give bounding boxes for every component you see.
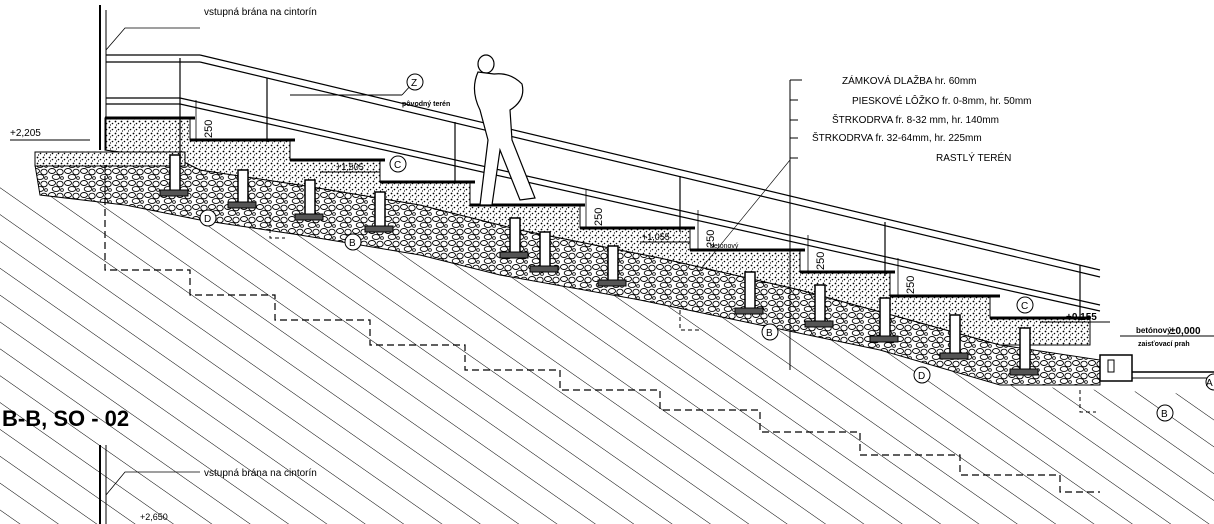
gate-leader: [105, 27, 200, 51]
ground-hatch: [0, 180, 1214, 524]
callout-b1-label: B: [349, 238, 356, 249]
dimension-250-a: 250: [203, 120, 215, 138]
gate-label-top: vstupná brána na cintorín: [204, 7, 317, 18]
callout-c1: [389, 155, 407, 173]
concrete-sill-label: betónový: [1136, 326, 1172, 335]
callout-d1: [199, 209, 217, 227]
elevation-0155: +0,155: [1066, 312, 1097, 323]
original-terrain-label: pôvodný terén: [402, 101, 450, 108]
elevation-2650: +2,650: [140, 512, 168, 522]
elevation-1055: +1,055: [642, 232, 670, 242]
elevation-leaders: [10, 83, 1214, 337]
gate-label-bottom: vstupná brána na cintorín: [204, 468, 317, 479]
callout-b1: [344, 233, 362, 251]
callout-d1-label: D: [204, 214, 211, 225]
dimension-marks: [195, 100, 899, 296]
callout-c2-label: C: [1021, 301, 1028, 312]
concrete-threshold-label: betónový: [710, 243, 739, 250]
layer-label-2: PIESKOVÉ LÔŽKO fr. 0-8mm, hr. 50mm: [852, 94, 1032, 107]
dimension-250-d: 250: [815, 252, 827, 270]
layer-label-1: ZÁMKOVÁ DLAŽBA hr. 60mm: [842, 74, 976, 87]
callout-c2: [1016, 296, 1034, 314]
callout-z: [406, 73, 424, 91]
paving-strip: [34, 151, 186, 167]
person-figure: [473, 54, 536, 206]
layer-label-4: ŠTRKODRVA fr. 32-64mm, hr. 225mm: [812, 131, 982, 144]
callout-b3-label: B: [1161, 409, 1168, 420]
layer-legend-leader: [789, 79, 802, 370]
callout-a-label: A: [1206, 378, 1213, 389]
layer-label-3: ŠTRKODRVA fr. 8-32 mm, hr. 140mm: [832, 113, 999, 126]
gravel-layer: [104, 117, 1091, 346]
dimension-250-c: 250: [705, 230, 717, 248]
layer-label-5: RASTLÝ TERÉN: [936, 151, 1011, 164]
callout-a: [1205, 373, 1214, 391]
callout-d2-label: D: [918, 371, 925, 382]
callout-b2: [761, 323, 779, 341]
elevation-2205: +2,205: [10, 128, 41, 139]
dimension-250-b: 250: [593, 208, 605, 226]
dimension-250-e: 250: [905, 276, 917, 294]
callout-b2-label: B: [766, 328, 773, 339]
callout-d2: [913, 366, 931, 384]
sill-footings: [159, 189, 1039, 376]
section-title: B-B, SO - 02: [2, 406, 129, 431]
callout-b3: [1156, 404, 1174, 422]
callout-circles: [199, 73, 1214, 422]
stair-treads: [105, 116, 1090, 320]
callout-c1-label: C: [394, 160, 401, 171]
concrete-anchor-sill: [1099, 354, 1133, 382]
handrail: [106, 54, 1101, 320]
callout-z-label: Z: [411, 78, 417, 89]
elevation-0000: ±0,000: [1170, 326, 1201, 337]
concrete-sills: [169, 154, 1031, 374]
elevation-1505: +1,505: [336, 162, 364, 172]
anchor-sill-label: zaisťovací prah: [1138, 341, 1190, 348]
